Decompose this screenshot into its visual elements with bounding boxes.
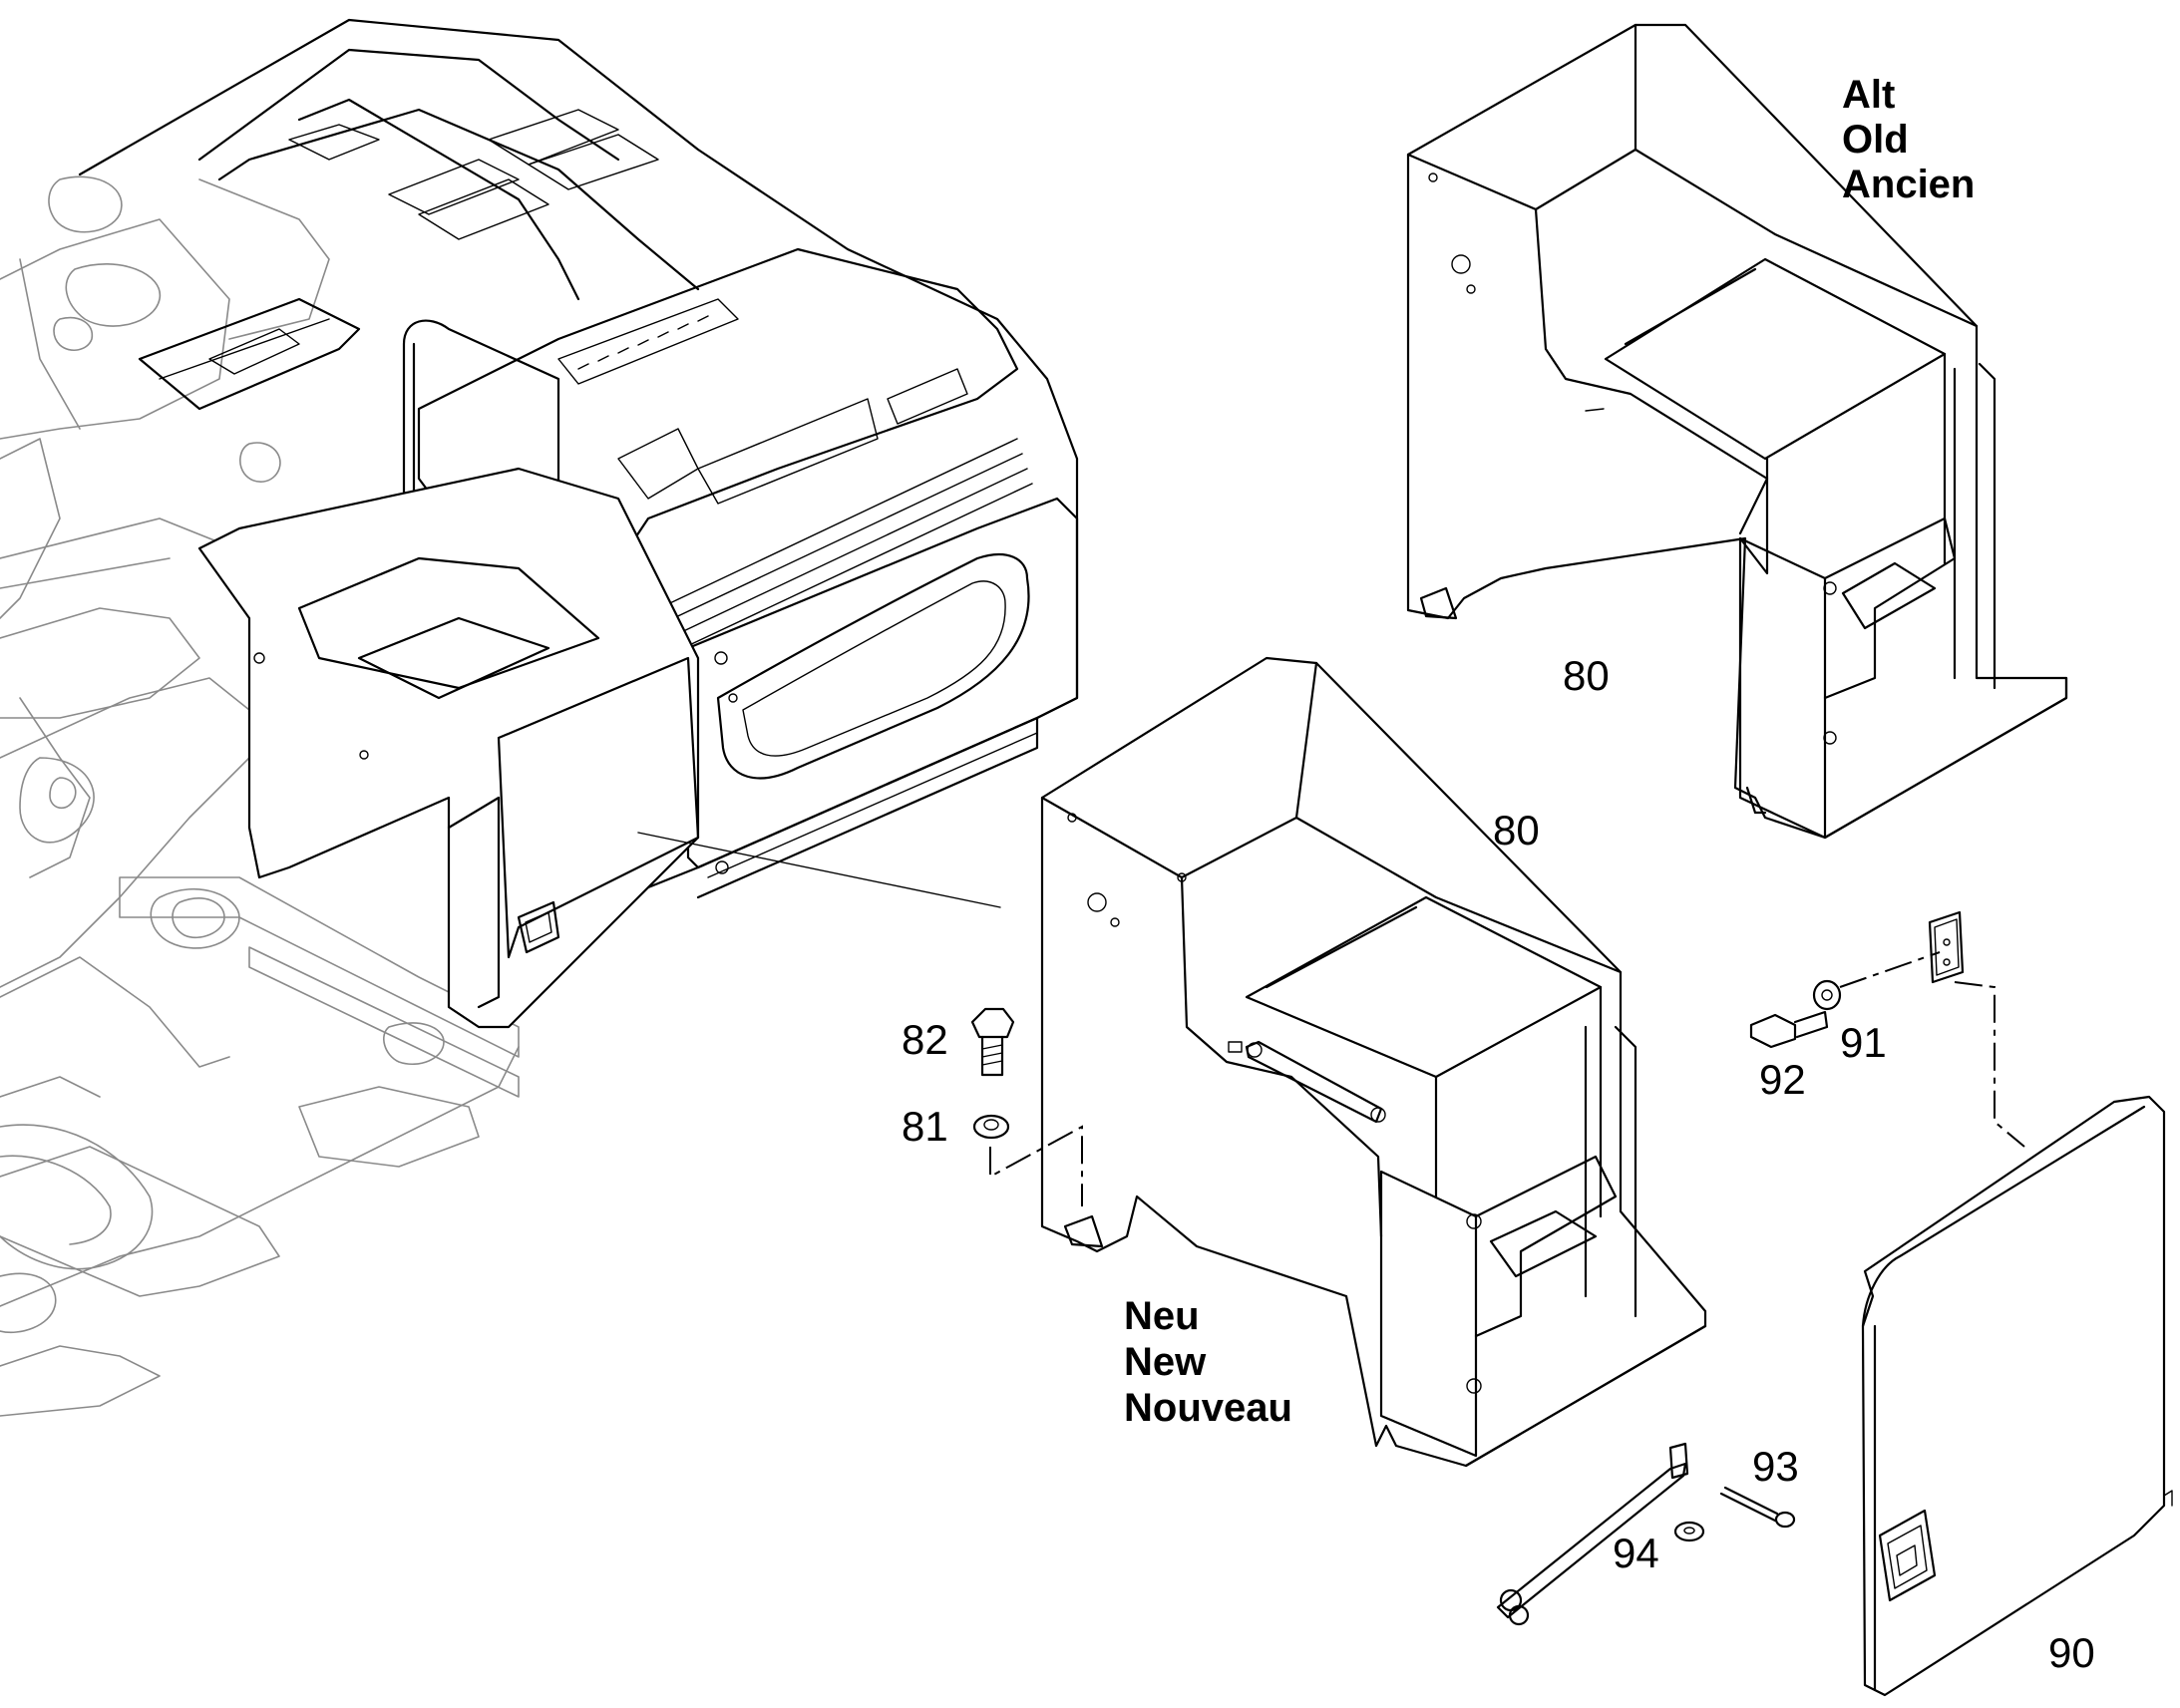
variant-label-old: Alt Old Ancien <box>1842 73 1975 206</box>
assembly-dash-lines <box>989 951 2025 1206</box>
washer-91 <box>1812 979 1842 1011</box>
old-label-fr: Ancien <box>1842 163 1975 206</box>
callout-90: 90 <box>2048 1629 2095 1676</box>
side-door-panel <box>1861 1095 2173 1697</box>
old-label-en: Old <box>1842 118 1909 162</box>
new-label-en: New <box>1124 1340 1207 1384</box>
old-label-de: Alt <box>1842 73 1895 117</box>
variant-label-new: Neu New Nouveau <box>1124 1294 1292 1430</box>
washer-81 <box>972 1114 1010 1140</box>
callout-82: 82 <box>902 1016 948 1063</box>
storage-box-new <box>1040 656 1707 1468</box>
washer-94 <box>1673 1521 1705 1542</box>
callout-93: 93 <box>1752 1443 1799 1490</box>
callout-80-old: 80 <box>1563 652 1610 699</box>
callout-94: 94 <box>1613 1530 1659 1576</box>
callout-80-new: 80 <box>1493 807 1540 854</box>
cotter-pin-93 <box>1719 1486 1796 1529</box>
new-label-fr: Nouveau <box>1124 1386 1292 1430</box>
cab-hood-assembly <box>78 18 1079 1029</box>
callout-92: 92 <box>1759 1056 1806 1103</box>
callout-81: 81 <box>902 1103 948 1150</box>
bolt-82 <box>970 1007 1015 1077</box>
storage-box-old <box>1406 23 2068 840</box>
machine-frame <box>0 175 520 1417</box>
callout-91: 91 <box>1840 1019 1887 1066</box>
bolt-92 <box>1749 1010 1829 1049</box>
stay-rod <box>1496 1442 1689 1626</box>
callout-labels: 80 80 82 81 91 92 93 94 90 <box>902 652 2095 1676</box>
new-label-de: Neu <box>1124 1294 1200 1338</box>
hinge-bracket <box>1928 910 1965 984</box>
